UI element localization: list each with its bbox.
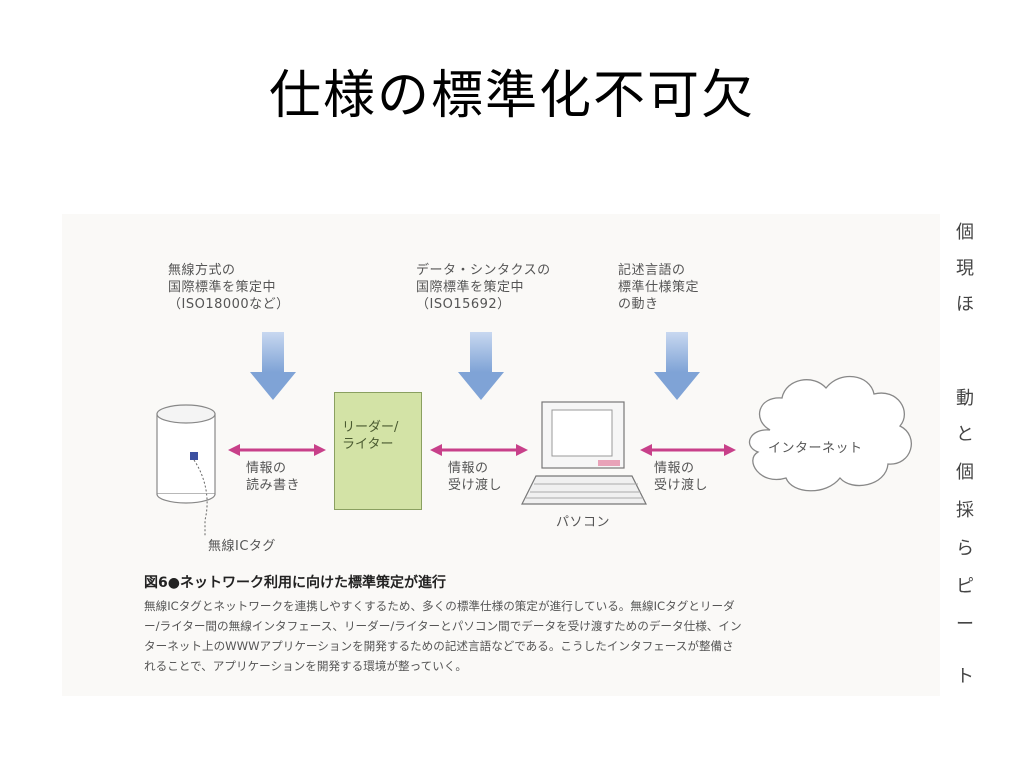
annotation-syntax-line-3: （ISO15692）: [416, 297, 511, 312]
side-char: 個: [956, 222, 974, 243]
annotation-wireless-line-2: 国際標準を策定中: [168, 280, 277, 295]
side-char: と: [956, 424, 974, 445]
link-arrow-transfer-2: [640, 444, 736, 456]
annotation-language-line-1: 記述言語の: [618, 263, 686, 278]
annotation-syntax: データ・シンタクスの 国際標準を策定中 （ISO15692）: [416, 262, 551, 313]
annotation-syntax-line-2: 国際標準を策定中: [416, 280, 525, 295]
down-arrow-syntax: [458, 332, 504, 400]
pc-label: パソコン: [556, 515, 611, 530]
annotation-syntax-line-1: データ・シンタクスの: [416, 263, 551, 278]
annotation-wireless-line-1: 無線方式の: [168, 263, 236, 278]
side-char: ら: [956, 538, 974, 559]
link-label-transfer-1-line-1: 情報の: [448, 461, 489, 476]
caption-line: 無線ICタグとネットワークを連携しやすくするため、多くの標準仕様の策定が進行して…: [144, 599, 735, 613]
side-char: 個: [956, 462, 974, 483]
side-char: ー: [956, 614, 974, 635]
down-arrow-wireless: [250, 332, 296, 400]
link-arrow-transfer-1: [430, 444, 528, 456]
link-label-transfer-2-line-2: 受け渡し: [654, 478, 709, 493]
annotation-language: 記述言語の 標準仕様策定 の動き: [618, 262, 699, 313]
side-char: ト: [956, 666, 974, 687]
link-label-read-write-line-2: 読み書き: [246, 478, 301, 493]
side-char: 現: [956, 258, 974, 279]
internet-label: インターネット: [768, 441, 863, 456]
figure-caption-body: 無線ICタグとネットワークを連携しやすくするため、多くの標準仕様の策定が進行して…: [144, 596, 924, 676]
annotation-language-line-3: の動き: [618, 297, 659, 312]
reader-writer-label: リーダー/ ライター: [342, 419, 398, 453]
link-label-transfer-2-line-1: 情報の: [654, 461, 695, 476]
slide-title: 仕様の標準化不可欠: [268, 66, 755, 126]
link-arrow-read-write: [228, 444, 326, 456]
side-char: 動: [956, 388, 974, 409]
reader-writer-label-line-2: ライター: [342, 437, 394, 452]
link-label-read-write-line-1: 情報の: [246, 461, 287, 476]
caption-line: れることで、アプリケーションを開発する環境が整っていく。: [144, 659, 468, 673]
side-char: 採: [956, 500, 974, 521]
reader-writer-box: [334, 392, 422, 510]
reader-writer-label-line-1: リーダー/: [342, 420, 399, 435]
ic-tag-cylinder-icon: [156, 404, 216, 536]
annotation-wireless: 無線方式の 国際標準を策定中 （ISO18000など）: [168, 262, 290, 313]
link-label-transfer-1-line-2: 受け渡し: [448, 478, 503, 493]
caption-line: ターネット上のWWWアプリケーションを開発するための記述言語などである。こうした…: [144, 639, 734, 653]
side-char: ほ: [956, 294, 974, 315]
side-char: ピ: [956, 576, 974, 597]
pc-icon: [521, 401, 647, 505]
annotation-language-line-2: 標準仕様策定: [618, 280, 700, 295]
internet-cloud-icon: [748, 375, 912, 492]
ic-tag-label: 無線ICタグ: [208, 539, 276, 554]
link-label-read-write: 情報の 読み書き: [246, 460, 300, 494]
down-arrow-language: [654, 332, 700, 400]
link-label-transfer-2: 情報の 受け渡し: [654, 460, 708, 494]
annotation-wireless-line-3: （ISO18000など）: [168, 297, 290, 312]
caption-line: ー/ライター間の無線インタフェース、リーダー/ライターとパソコン間でデータを受け…: [144, 619, 742, 633]
figure-caption-title: 図6●ネットワーク利用に向けた標準策定が進行: [144, 575, 446, 591]
link-label-transfer-1: 情報の 受け渡し: [448, 460, 502, 494]
